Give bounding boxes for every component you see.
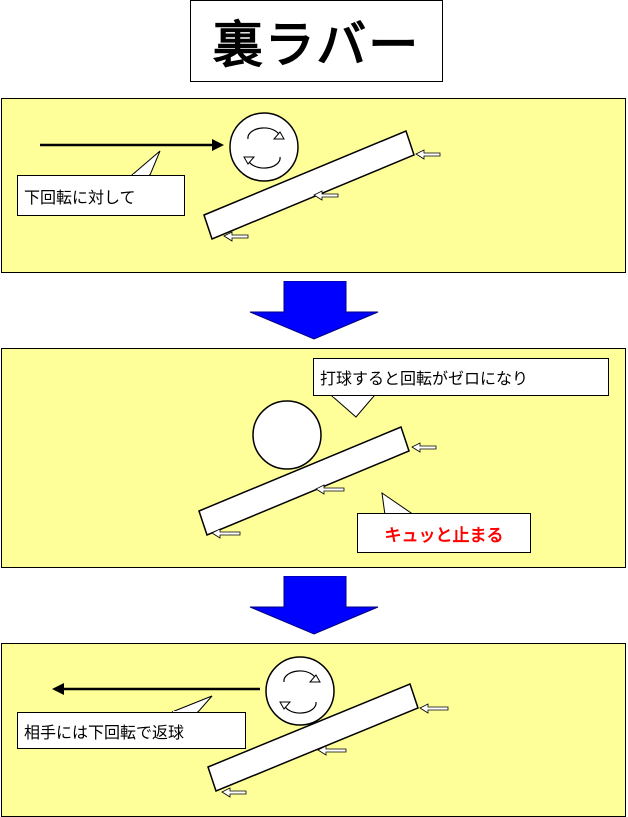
panel-2: 打球すると回転がゼロになり キュッと止まる <box>1 348 626 568</box>
title: 裏ラバー <box>212 16 421 74</box>
spin-arrow-top <box>283 670 317 683</box>
callout-tail <box>130 150 161 176</box>
incoming-arrowhead <box>212 139 224 151</box>
racket-motion-arrow <box>223 231 249 242</box>
result-text: キュッと止まる <box>384 525 504 546</box>
ball <box>252 400 322 470</box>
racket-motion-arrow <box>313 190 339 201</box>
panel-1: 下回転に対して <box>1 98 626 273</box>
callout-text: 打球すると回転がゼロになり <box>320 369 529 388</box>
spin-arrowhead-bottom <box>243 156 256 165</box>
spin-arrowhead-top <box>308 674 321 683</box>
racket <box>203 129 415 241</box>
title-box: 裏ラバー <box>190 0 443 82</box>
callout-tail <box>330 395 376 418</box>
callout-bubble: 下回転に対して <box>17 175 185 216</box>
spinning-ball <box>229 112 299 182</box>
callout-text: 相手には下回転で返球 <box>24 722 185 742</box>
spin-arrow-bottom <box>283 701 317 714</box>
racket-motion-arrow <box>415 149 441 160</box>
spinning-ball <box>265 656 335 726</box>
callout-text: 下回転に対して <box>24 187 136 207</box>
racket-motion-arrow <box>221 787 247 798</box>
racket-motion-arrow <box>315 484 345 495</box>
spin-arrow-top <box>247 127 281 140</box>
racket-motion-arrow <box>419 703 449 714</box>
spin-arrowhead-bottom <box>279 701 292 710</box>
racket-motion-arrow <box>317 745 347 756</box>
result-callout-tail <box>381 491 416 516</box>
down-arrow-2 <box>249 576 379 635</box>
panel-1-scene <box>40 112 441 242</box>
spin-arrow-bottom <box>247 156 281 169</box>
result-bubble: キュッと止まる <box>357 513 531 553</box>
outgoing-arrowhead <box>52 683 64 695</box>
callout-tail <box>171 695 213 713</box>
racket <box>198 425 410 537</box>
callout-bubble: 相手には下回転で返球 <box>17 712 246 749</box>
down-arrow-1 <box>249 281 379 340</box>
panel-3: 相手には下回転で返球 <box>1 643 626 817</box>
spin-arrowhead-top <box>272 131 285 140</box>
racket <box>207 683 419 792</box>
racket-motion-arrow <box>411 442 437 453</box>
callout-bubble: 打球すると回転がゼロになり <box>313 358 609 396</box>
racket-motion-arrow <box>211 528 241 539</box>
